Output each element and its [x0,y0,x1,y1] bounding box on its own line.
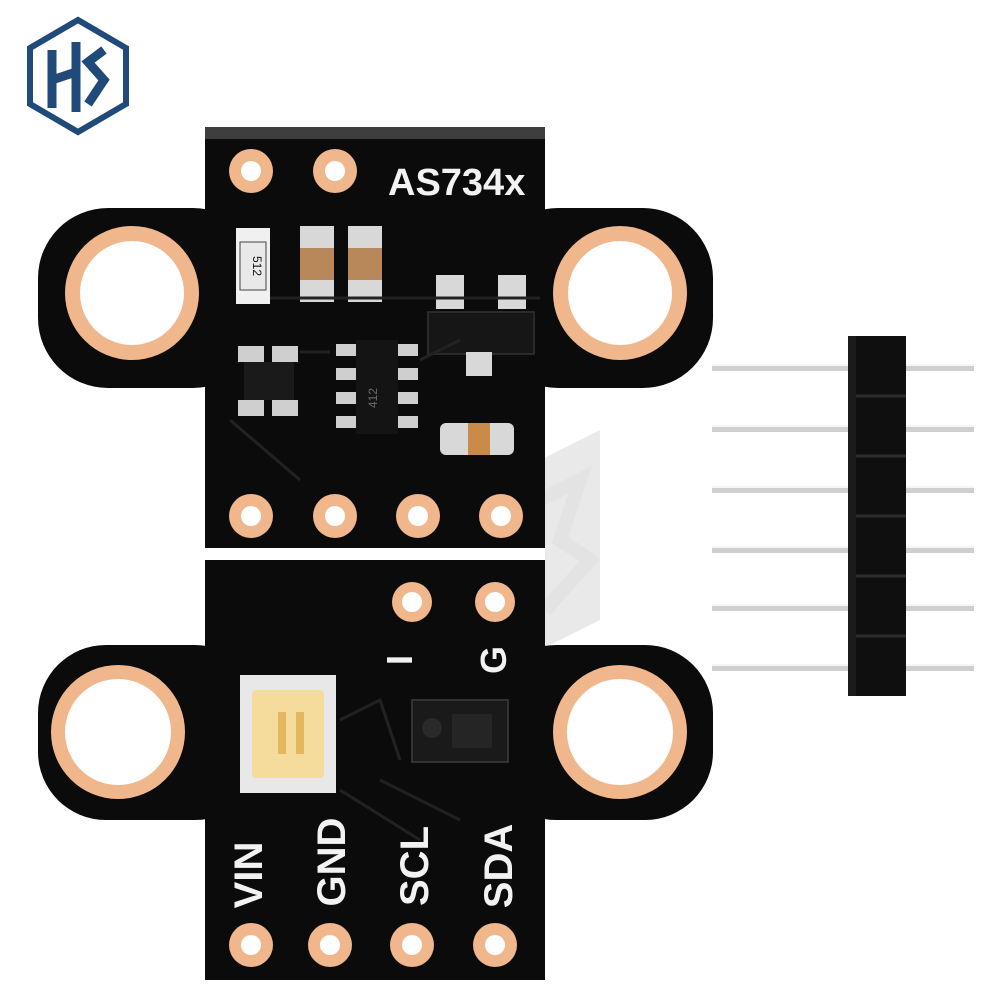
pin-label-gnd: GND [310,818,354,907]
brand-logo [27,16,129,136]
pad [479,494,523,538]
mounting-hole [553,665,687,799]
pad [473,923,517,967]
trace [339,697,461,842]
board-label: AS734x [388,162,525,204]
pin-label-vin: VIN [227,842,271,909]
header-pin [712,604,974,611]
logic-chip: 412 [336,340,418,434]
header-pin [712,425,974,432]
pad [313,494,357,538]
pin-label-sda: SDA [477,824,521,908]
pad [392,582,432,622]
transistor-chip [238,346,298,416]
pad [390,923,434,967]
sensor-chip [411,699,509,763]
mounting-hole [51,665,185,799]
header-pin [712,486,974,493]
capacitor [348,226,382,302]
resistor-code: 512 [250,256,264,276]
pad [396,494,440,538]
pad [308,923,352,967]
mounting-hole [553,226,687,360]
pin-label-scl: SCL [393,826,437,906]
pad [229,149,273,193]
ic-marking: 412 [366,388,380,408]
pad [229,494,273,538]
trace [229,296,540,482]
pad [313,149,357,193]
capacitor [300,226,334,302]
header-pin [712,546,974,553]
header-pin [712,364,974,371]
resistor: 512 [236,228,270,304]
regulator-chip [427,275,535,376]
pcb-top-board: AS734x 512 [38,127,713,552]
mounting-hole [65,226,199,360]
led [240,675,336,793]
aux-label-i: I [379,655,420,665]
capacitor [440,423,514,455]
pcb-bottom-board: I G VIN GND SCL SDA [38,560,713,980]
pad [229,923,273,967]
pin-header [712,336,974,696]
aux-label-g: G [473,646,514,674]
pad [475,582,515,622]
header-pin [712,664,974,671]
